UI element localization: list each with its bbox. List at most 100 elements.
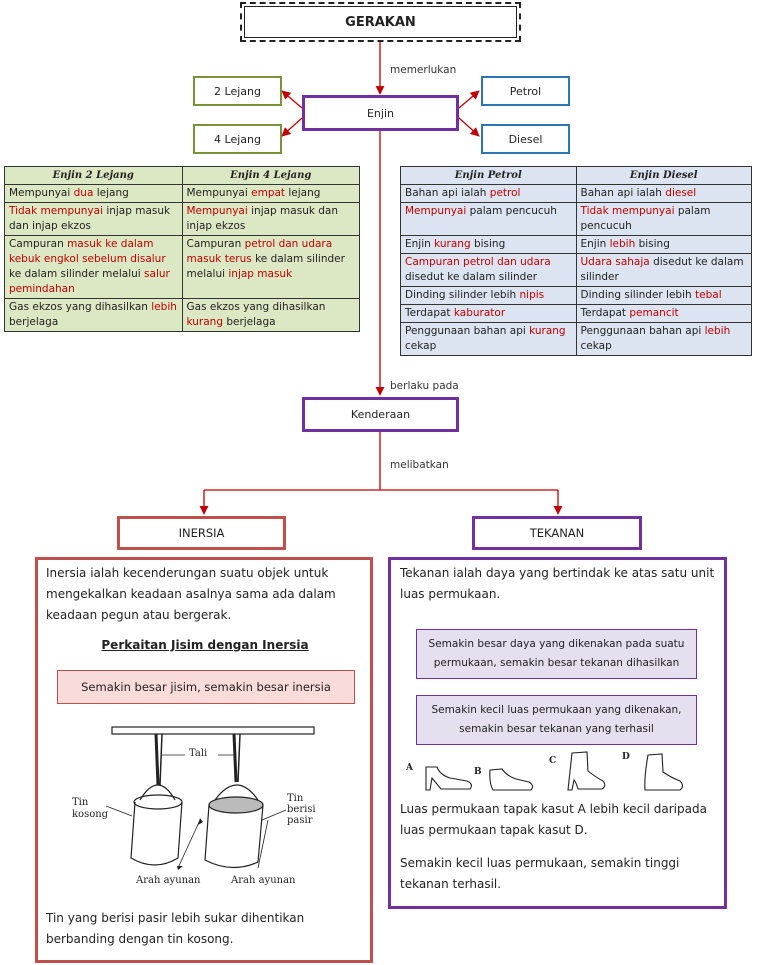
cell-text: ke dalam silinder melalui (9, 268, 145, 280)
lejang-table-row: Campuran masuk ke dalam kebuk engkol seb… (4, 235, 360, 299)
label-arah-ayunan-1: Arah ayunan (136, 875, 201, 886)
arrow-enjin-2lejang (281, 90, 303, 109)
cell-text: Terdapat (580, 307, 630, 319)
cell-text: Campuran (186, 238, 245, 250)
lejang-table-row: Gas ekzos yang dihasilkan lebih berjelag… (4, 298, 360, 332)
bahan-api-table-cell: Mempunyai palam pencucuh (400, 202, 577, 236)
bahan-api-table-header-cell: Enjin Petrol (400, 166, 577, 185)
cell-text: berjelaga (222, 316, 276, 328)
cell-text: Terdapat (405, 307, 454, 319)
bahan-api-table-cell: Dinding silinder lebih nipis (400, 286, 577, 305)
lejang-table-cell: Campuran petrol dan udara masuk terus ke… (181, 235, 360, 299)
cell-text: Campuran (9, 238, 68, 250)
node-tekanan-label: TEKANAN (529, 526, 585, 540)
highlight-text: kaburator (453, 307, 506, 319)
node-diesel-label: Diesel (508, 132, 543, 146)
inersia-conclusion: Tin yang berisi pasir lebih sukar dihent… (46, 911, 305, 946)
lejang-table-cell: Mempunyai empat lejang (181, 184, 360, 203)
cell-text: Bahan api ialah (580, 187, 666, 199)
lejang-table-cell: Mempunyai injap masuk dan injap ekzos (181, 202, 360, 236)
label-tin-berisi-pasir: Tin berisi pasir (287, 793, 316, 826)
inersia-relation-box: Semakin besar jisim, semakin besar iners… (57, 670, 355, 704)
label-arah-ayunan-2: Arah ayunan (231, 875, 296, 886)
cell-text: Penggunaan bahan api (580, 325, 705, 337)
cell-text: Gas ekzos yang dihasilkan (186, 301, 326, 313)
lejang-table-cell: Gas ekzos yang dihasilkan lebih berjelag… (4, 298, 183, 332)
bahan-api-table-cell: Enjin lebih bising (575, 235, 752, 254)
tekanan-note2: Semakin kecil luas permukaan, semakin ti… (400, 856, 680, 891)
node-2-lejang: 2 Lejang (193, 76, 282, 106)
node-2-lejang-label: 2 Lejang (214, 84, 261, 98)
cell-text: Bahan api ialah (405, 187, 490, 199)
bahan-api-table-cell: Bahan api ialah diesel (575, 184, 752, 203)
bahan-api-table-cell: Penggunaan bahan api lebih cekap (575, 322, 752, 356)
node-4-lejang-label: 4 Lejang (214, 132, 261, 146)
cell-text: Penggunaan bahan api (405, 325, 530, 337)
node-kenderaan-label: Kenderaan (350, 408, 411, 421)
lejang-table-cell: Mempunyai dua lejang (4, 184, 183, 203)
inersia-definition: Inersia ialah kecenderungan suatu objek … (46, 566, 336, 622)
highlight-text: diesel (665, 187, 697, 199)
highlight-text: tebal (695, 289, 722, 301)
cell-text: lejang (285, 187, 321, 199)
highlight-text: salur pemindahan (9, 268, 170, 295)
tekanan-note1: Luas permukaan tapak kasut A lebih kecil… (400, 802, 707, 837)
highlight-text: lebih (609, 238, 636, 250)
shoe-label-b: B (474, 767, 482, 777)
node-inersia: INERSIA (117, 516, 286, 550)
cell-text: Dinding silinder lebih (405, 289, 520, 301)
inersia-relation-text: Semakin besar jisim, semakin besar iners… (81, 679, 331, 694)
bahan-api-table-cell: Enjin kurang bising (400, 235, 577, 254)
cell-text: injap masuk dan injap ekzos (186, 205, 339, 232)
lejang-table-header-cell: Enjin 4 Lejang (181, 166, 360, 185)
highlight-text: Udara sahaja (580, 256, 650, 268)
highlight-text: Mempunyai (405, 205, 467, 217)
bahan-api-table-header-cell: Enjin Diesel (575, 166, 752, 185)
cell-text: cekap (580, 340, 612, 352)
node-kenderaan: Kenderaan (302, 397, 459, 432)
highlight-text: petrol dan udara masuk terus (186, 238, 333, 265)
highlight-text: injap masuk (228, 268, 293, 280)
cell-text: ke dalam silinder melalui (186, 253, 345, 280)
shoe-label-c: C (549, 756, 557, 766)
bahan-api-table-cell: Udara sahaja disedut ke dalam silinder (575, 253, 752, 287)
bahan-api-table-cell: Campuran petrol dan udara disedut ke dal… (400, 253, 577, 287)
bahan-api-table-cell: Dinding silinder lebih tebal (575, 286, 752, 305)
bahan-api-table-cell: Bahan api ialah petrol (400, 184, 577, 203)
tekanan-relation2-box: Semakin kecil luas permukaan yang dikena… (416, 695, 697, 745)
bahan-api-table-cell: Penggunaan bahan api kurang cekap (400, 322, 577, 356)
tekanan-relation1-text: Semakin besar daya yang dikenakan pada s… (428, 638, 685, 669)
node-4-lejang: 4 Lejang (193, 124, 282, 154)
lejang-table-cell: Tidak mempunyai injap masuk dan injap ek… (4, 202, 183, 236)
label-tin-kosong: Tin kosong (72, 797, 109, 820)
node-petrol-label: Petrol (509, 84, 542, 98)
cell-text: Gas ekzos yang dihasilkan (9, 301, 152, 313)
highlight-text: dua (73, 187, 94, 199)
highlight-text: Campuran petrol dan udara (405, 256, 551, 268)
cell-text: bising (470, 238, 506, 250)
cell-text: Mempunyai (9, 187, 74, 199)
bahan-api-table-cell: Terdapat pemancit (575, 304, 752, 323)
arrow-enjin-petrol (458, 90, 480, 109)
arrow-enjin-4lejang (281, 117, 303, 137)
arrow-enjin-diesel (458, 117, 480, 137)
cell-text: injap masuk dan injap ekzos (9, 205, 171, 232)
cell-text: disedut ke dalam silinder (580, 256, 744, 283)
node-tekanan: TEKANAN (472, 516, 642, 550)
highlight-text: kurang (186, 316, 223, 328)
title-box: GERAKAN (240, 2, 521, 42)
highlight-text: petrol (489, 187, 521, 199)
tekanan-definition: Tekanan ialah daya yang bertindak ke ata… (400, 566, 715, 601)
cell-text: palam pencucuh (580, 205, 711, 232)
shoe-label-a: A (406, 763, 413, 773)
cell-text: lejang (93, 187, 129, 199)
